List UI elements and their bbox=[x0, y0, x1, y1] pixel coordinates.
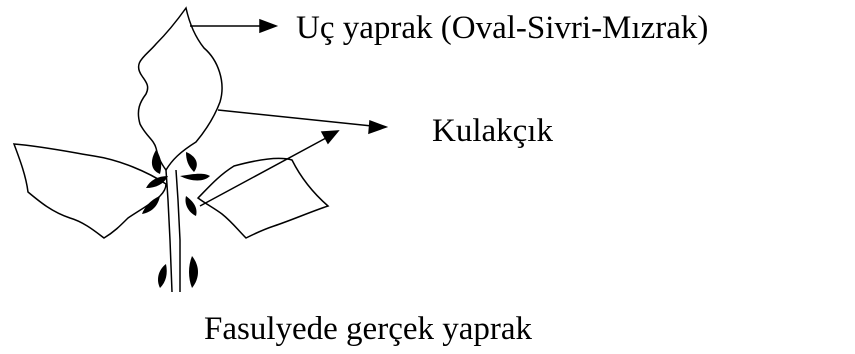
arrows bbox=[190, 18, 389, 207]
petiole bbox=[165, 169, 181, 293]
left-leaflet bbox=[12, 143, 167, 239]
arrow-stipule-line-1 bbox=[217, 109, 373, 127]
caption: Fasulyede gerçek yaprak bbox=[204, 311, 533, 347]
arrow-stipule-line-2 bbox=[199, 137, 327, 207]
stipule-label: Kulakçık bbox=[432, 113, 553, 149]
arrow-stipule-head-1 bbox=[368, 119, 389, 135]
terminal-leaflet bbox=[137, 6, 223, 172]
stipules bbox=[142, 150, 210, 288]
right-leaflet bbox=[196, 157, 330, 239]
terminal-leaf-label: Uç yaprak (Oval-Sivri-Mızrak) bbox=[296, 10, 708, 46]
arrow-stipule-head-2 bbox=[320, 130, 340, 145]
arrow-terminal-leaf-head bbox=[259, 18, 279, 34]
